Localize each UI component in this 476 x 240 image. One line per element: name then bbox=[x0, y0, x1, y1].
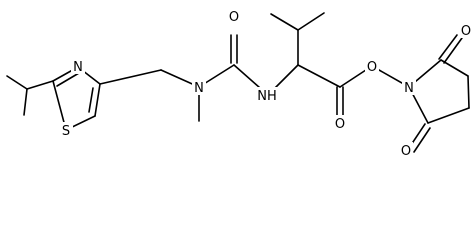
succinimide-ring bbox=[408, 34, 470, 153]
atom-nh: NH bbox=[256, 87, 278, 104]
atom-label-o-succinimide-top: O bbox=[461, 24, 471, 39]
atom-label-o-succinimide-bottom: O bbox=[401, 144, 411, 159]
atom-label-o-urea: O bbox=[229, 10, 239, 25]
atom-thiazole-s: S bbox=[59, 122, 73, 139]
isopropyl-left bbox=[6, 75, 54, 116]
atom-thiazole-n: N bbox=[71, 58, 85, 75]
atom-label-o-ester-carbonyl: O bbox=[335, 117, 345, 132]
atom-methyl-n: N bbox=[192, 79, 206, 96]
atom-label-o-ester: O bbox=[367, 60, 377, 75]
atom-label-n-thiazole: N bbox=[73, 60, 83, 75]
chemical-structure: N S N O NH O O N O O bbox=[6, 8, 473, 159]
atom-label-nh: NH bbox=[257, 89, 277, 104]
thiazole-ring bbox=[52, 66, 101, 131]
atom-succinimide-n: N bbox=[402, 79, 416, 96]
atom-label-s-thiazole: S bbox=[62, 124, 70, 139]
atom-ester-carbonyl-o: O bbox=[333, 115, 347, 132]
atom-urea-o: O bbox=[227, 8, 241, 25]
urea-group bbox=[198, 34, 269, 96]
valine-backbone bbox=[267, 12, 410, 122]
atom-succinimide-o-top: O bbox=[459, 22, 473, 39]
atom-ester-o: O bbox=[365, 58, 379, 75]
atom-label-n-succinimide: N bbox=[404, 81, 414, 96]
atom-succinimide-o-bottom: O bbox=[399, 142, 413, 159]
atom-label-n-methyl: N bbox=[194, 81, 204, 96]
ch2-linker bbox=[99, 69, 162, 85]
